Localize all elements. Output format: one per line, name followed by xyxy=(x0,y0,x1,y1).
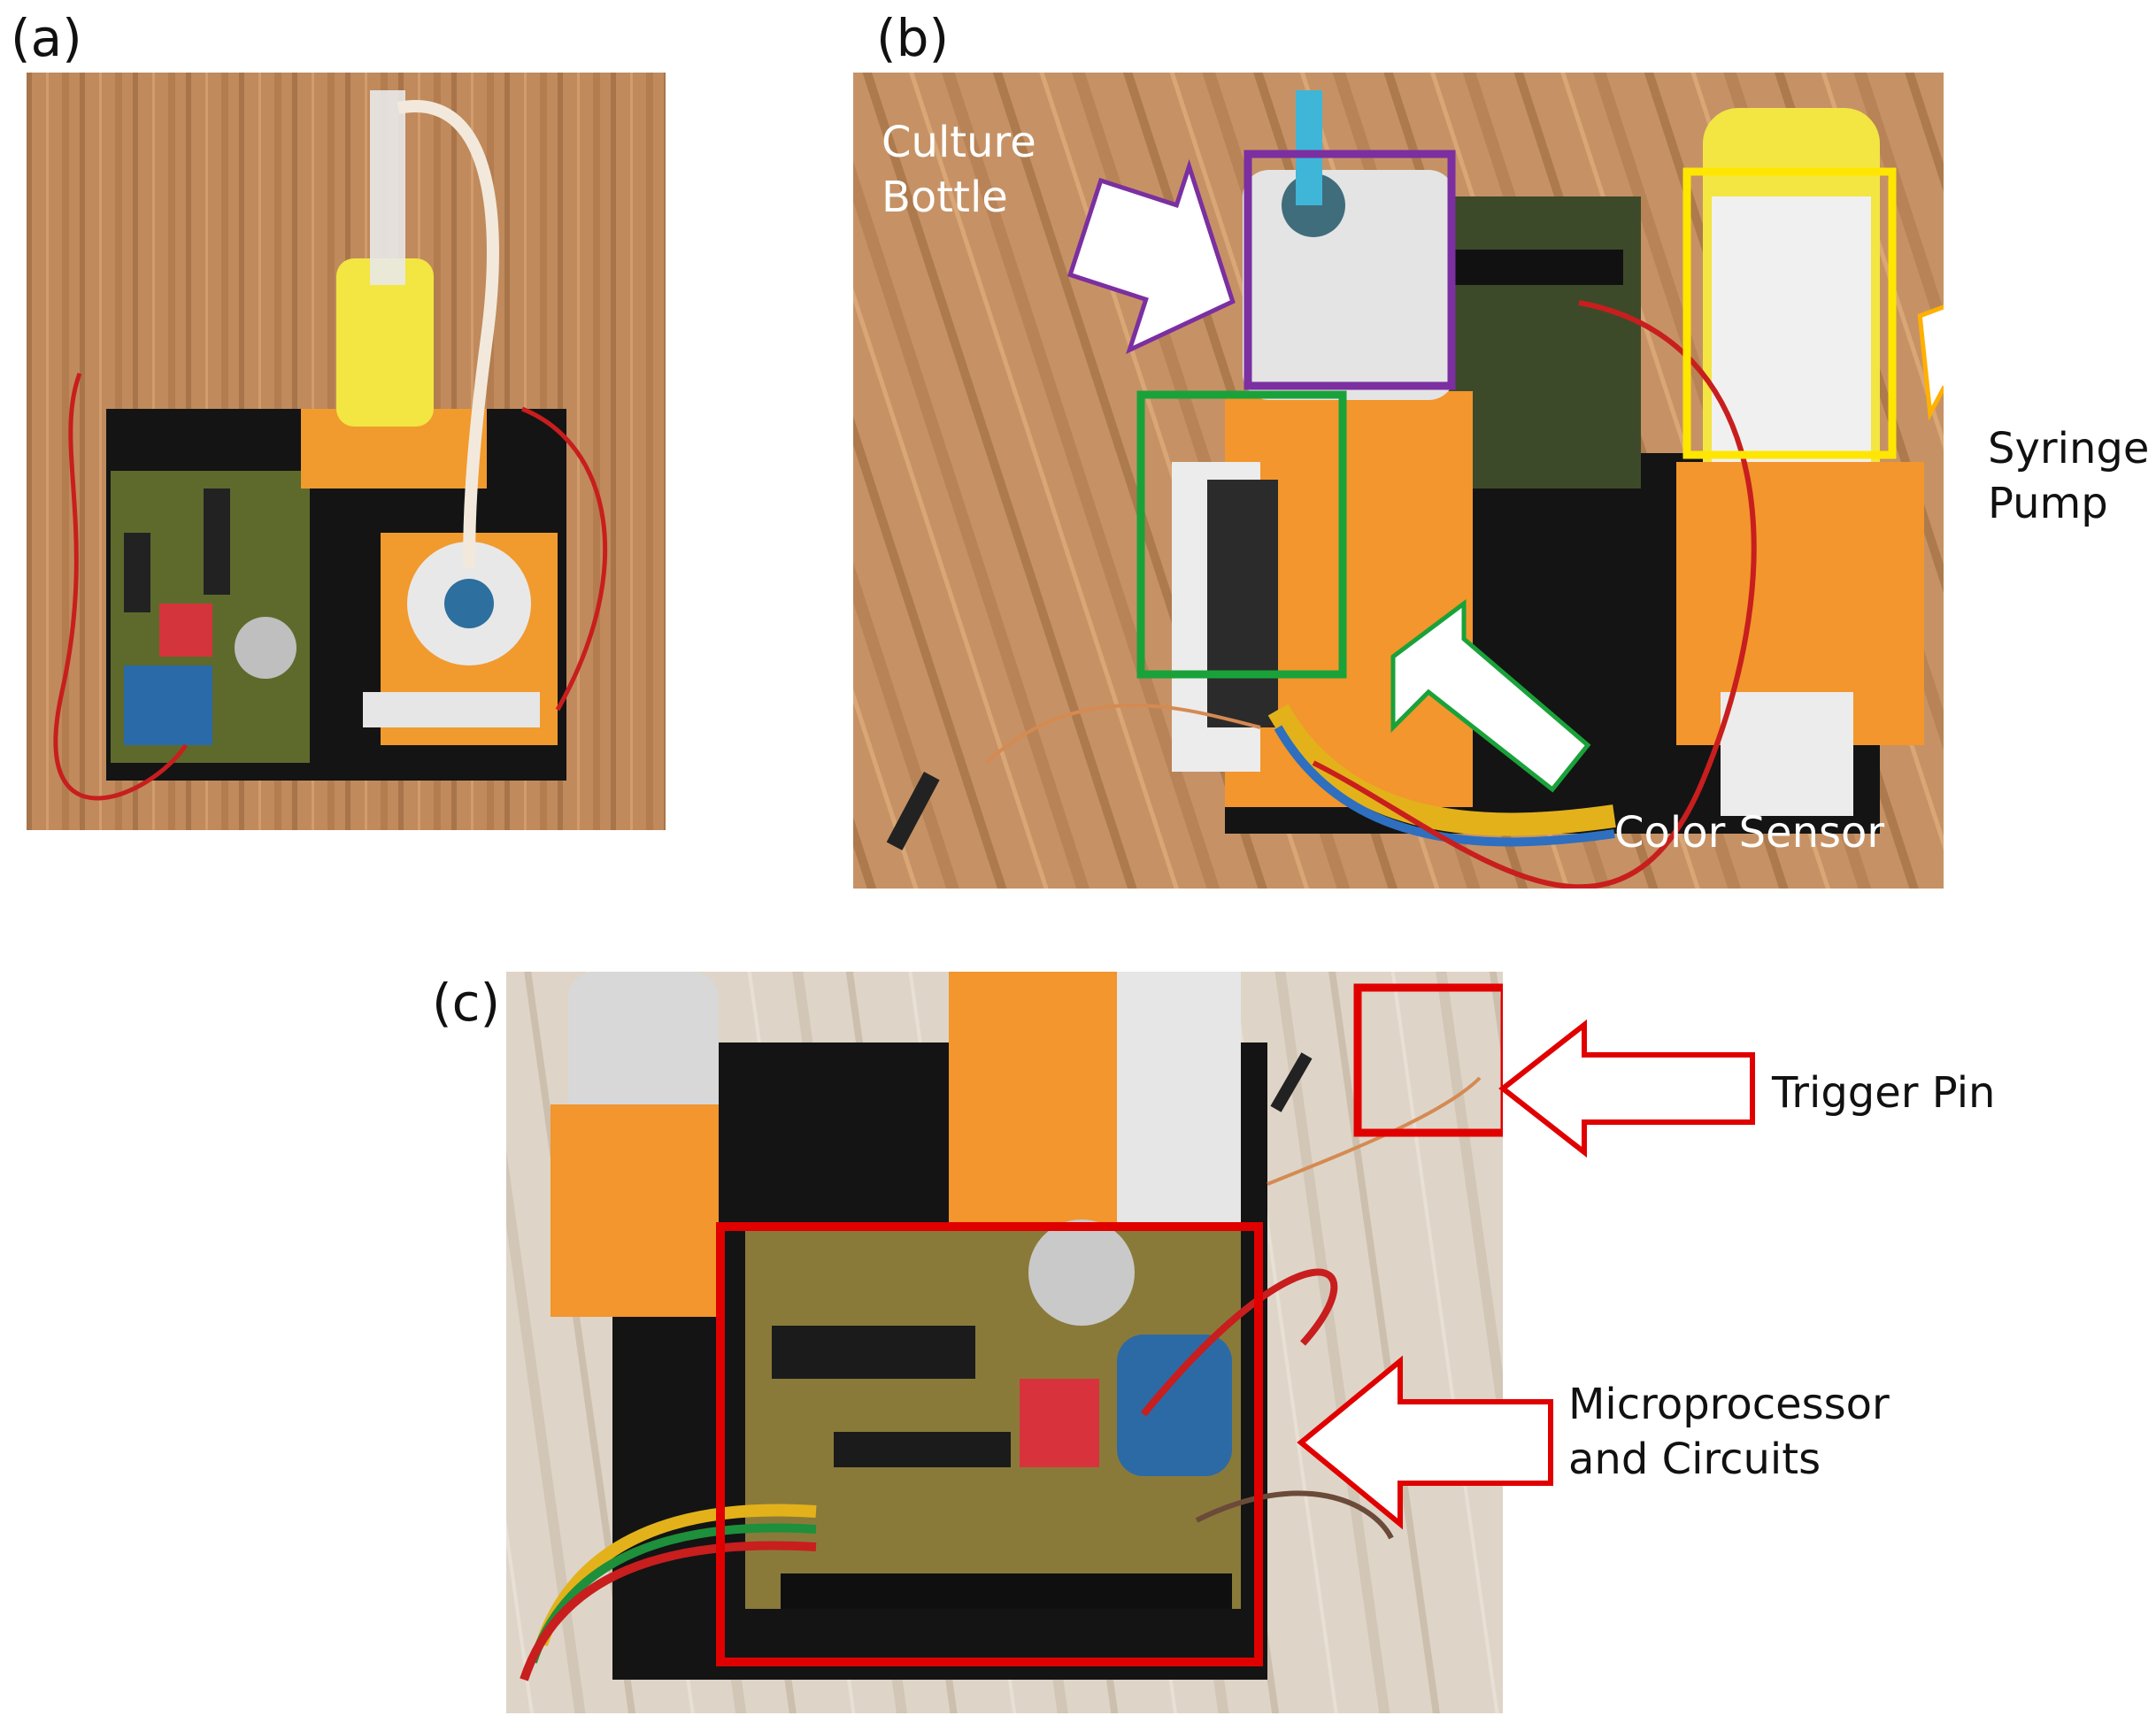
panel-a-photo xyxy=(27,73,666,830)
trigger-pin-label: Trigger Pin xyxy=(1772,1068,1996,1118)
panel-b-photo xyxy=(853,73,1944,889)
color-sensor-box xyxy=(1136,390,1347,679)
panel-a-label: (a) xyxy=(11,8,82,68)
microprocessor-arrow xyxy=(1297,1355,1553,1530)
syringe-pump-arrow xyxy=(1917,282,1944,421)
culture-bottle-arrow xyxy=(1066,158,1236,355)
panel-b-label: (b) xyxy=(876,8,950,68)
microprocessor-label: Microprocessor and Circuits xyxy=(1568,1380,1890,1485)
color-sensor-label: Color Sensor xyxy=(1614,808,1885,858)
trigger-pin-arrow xyxy=(1498,1019,1755,1158)
panel-c-label: (c) xyxy=(432,973,501,1033)
syringe-pump-label: Syringe Pump xyxy=(1988,424,2150,529)
culture-bottle-box xyxy=(1244,150,1456,390)
trigger-pin-box xyxy=(1353,983,1503,1137)
syringe-pump-box xyxy=(1682,167,1897,459)
culture-bottle-label: Culture Bottle xyxy=(882,118,1036,223)
panel-c-photo xyxy=(506,972,1503,1713)
color-sensor-arrow xyxy=(1390,599,1591,793)
microprocessor-box xyxy=(716,1222,1263,1666)
